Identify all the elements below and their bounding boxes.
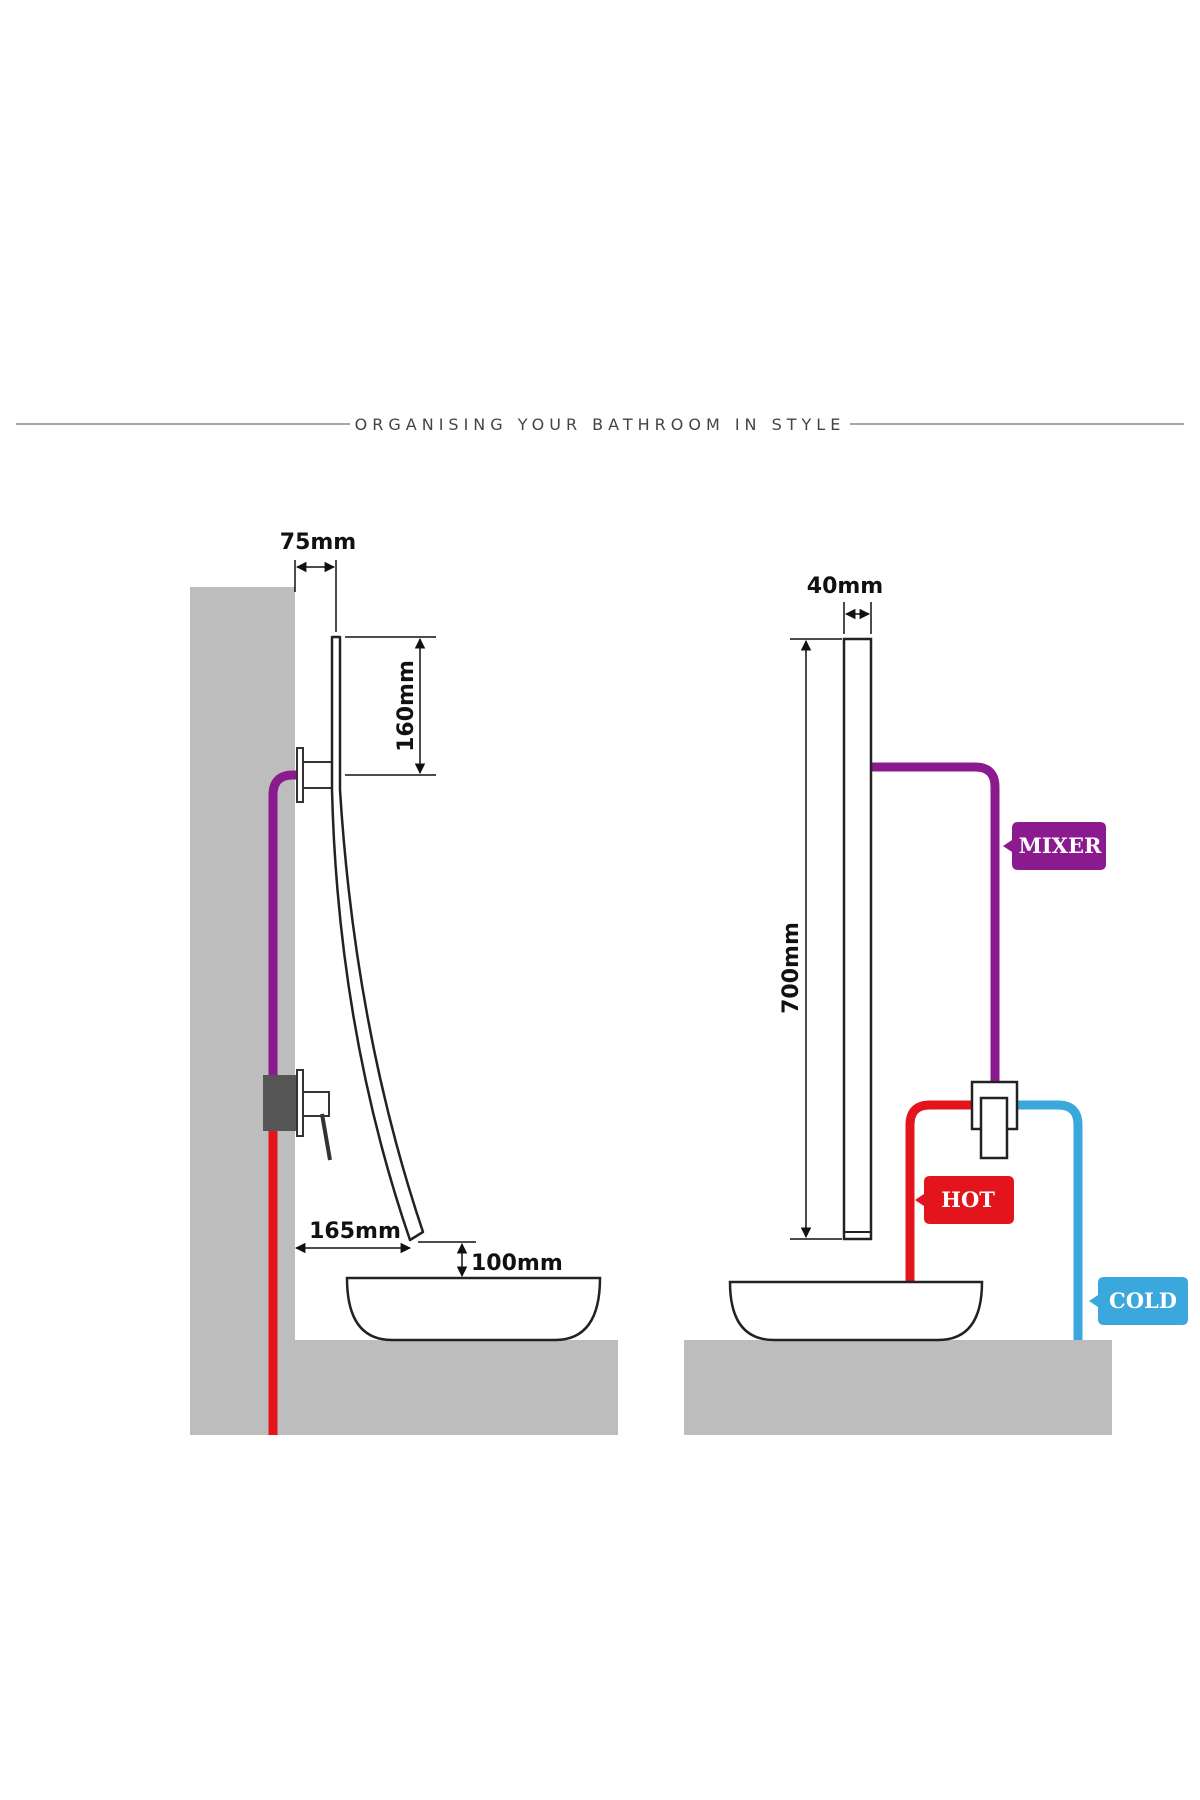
- hot-label: HOT: [941, 1187, 995, 1212]
- basin-side: [345, 1276, 602, 1342]
- valve-body: [263, 1075, 298, 1131]
- dim-basin-clearance: 100mm: [471, 1251, 563, 1276]
- hot-pipe-front: [905, 1100, 975, 1282]
- mixer-valve-handle: [979, 1096, 1009, 1160]
- valve-handle: [320, 1113, 332, 1161]
- dim-spout-reach: 165mm: [309, 1219, 401, 1244]
- counter-right: [684, 1340, 1112, 1435]
- mixer-label: MIXER: [1019, 833, 1102, 858]
- dim-outlet-height: 160mm: [394, 660, 419, 752]
- waterfall-spout: [330, 635, 425, 1242]
- header-tagline: ORGANISING YOUR BATHROOM IN STYLE: [355, 415, 846, 434]
- hot-tag: HOT: [915, 1176, 1014, 1224]
- mixer-tag: MIXER: [1003, 822, 1106, 870]
- cold-label: COLD: [1109, 1288, 1177, 1313]
- counter-left: [190, 1340, 618, 1435]
- spout-mount: [302, 761, 334, 789]
- cold-tag: COLD: [1089, 1277, 1188, 1325]
- valve-lever: [302, 1091, 330, 1117]
- mixer-pipe-side: [268, 770, 300, 1085]
- dim-wall-offset: 75mm: [280, 530, 356, 555]
- dim-panel-thickness: 40mm: [807, 574, 883, 599]
- dim-panel-height: 700mm: [779, 922, 804, 1014]
- basin-front: [728, 1280, 984, 1342]
- waterfall-panel-front: [842, 637, 873, 1241]
- cold-pipe-front: [1015, 1100, 1083, 1340]
- wall: [190, 587, 295, 1435]
- front-view: 40mm 700mm MIXER HOT COLD: [684, 574, 1188, 1435]
- mixer-pipe-front: [870, 762, 1000, 1085]
- side-view: 75mm 160mm 165mm 100mm: [190, 530, 618, 1435]
